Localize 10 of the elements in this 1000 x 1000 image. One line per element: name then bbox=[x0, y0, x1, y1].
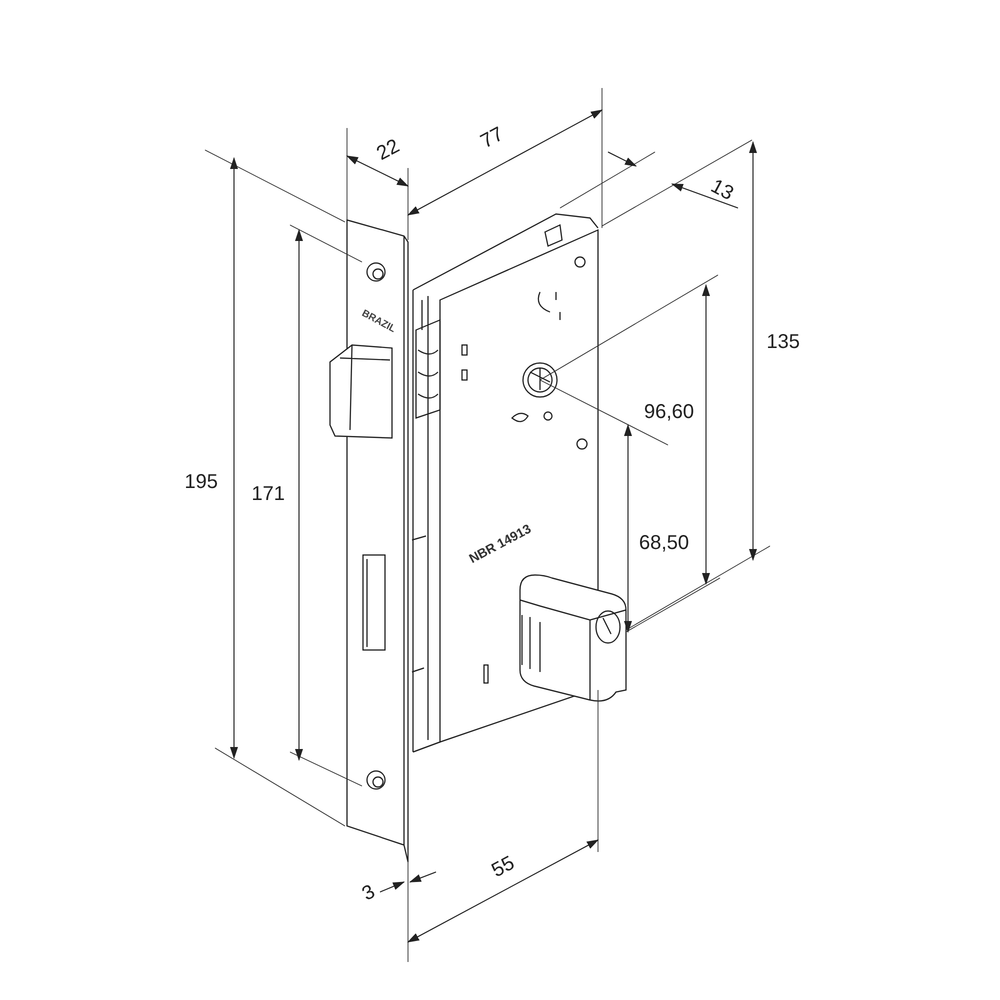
dimension-label: 77 bbox=[478, 124, 507, 152]
dimension-label: 22 bbox=[374, 136, 403, 164]
dimension-label: 171 bbox=[252, 484, 285, 504]
dimension-label: 13 bbox=[708, 176, 737, 204]
dimension-label: 195 bbox=[184, 472, 218, 492]
dimension-label: 135 bbox=[766, 332, 800, 352]
dimension-label: 55 bbox=[488, 852, 518, 882]
dimension-label: 96,60 bbox=[644, 402, 694, 422]
dimension-label: 68,50 bbox=[639, 533, 690, 553]
dimension-label: 3 bbox=[358, 882, 378, 904]
